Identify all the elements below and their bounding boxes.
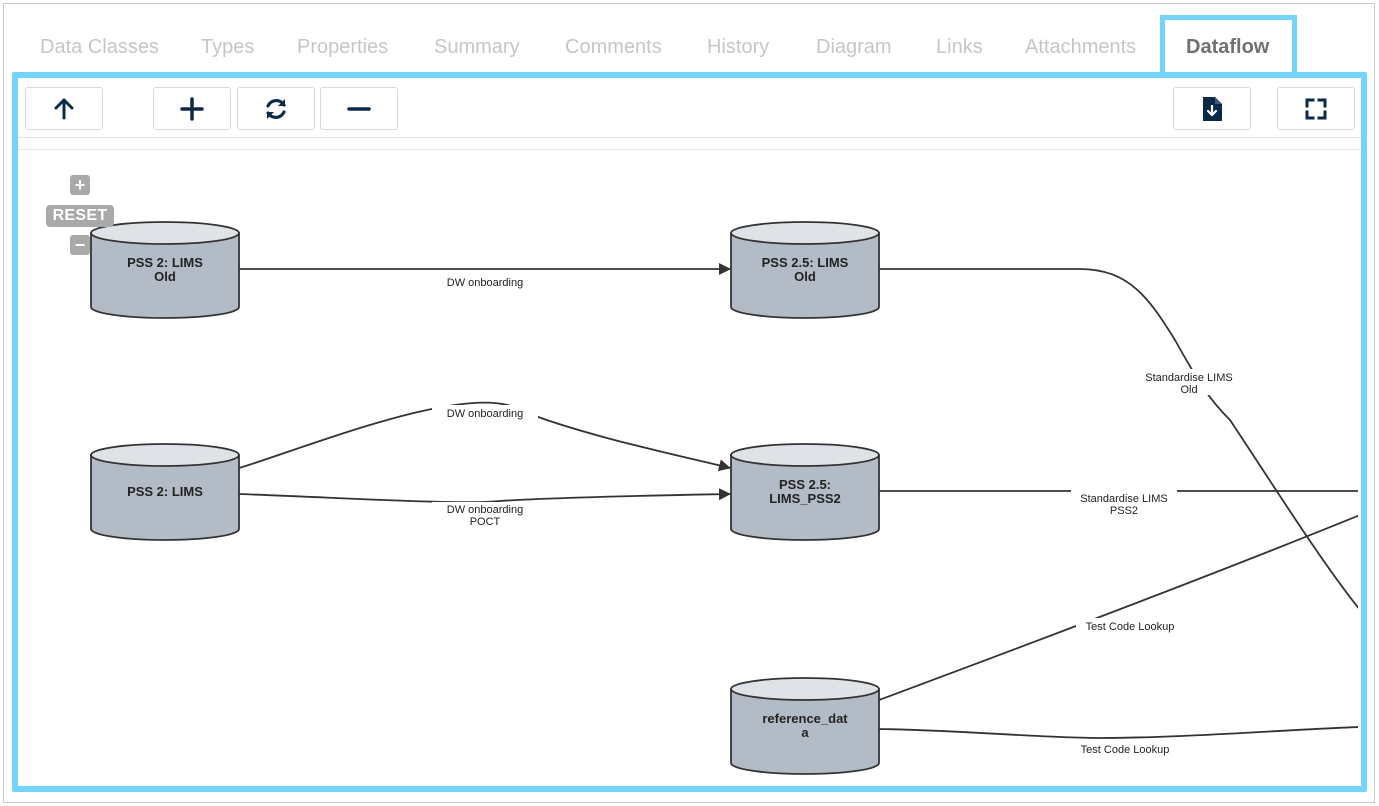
active-tab-highlight (1160, 15, 1297, 77)
dataflow-panel (12, 72, 1367, 792)
minus-icon (347, 106, 371, 111)
tab-links[interactable]: Links (936, 36, 983, 58)
remove-button[interactable] (320, 87, 398, 130)
fullscreen-button[interactable] (1277, 87, 1355, 130)
tab-bar: Data Classes Types Properties Summary Co… (0, 0, 1379, 77)
zoom-in-button[interactable]: + (70, 175, 90, 195)
go-up-button[interactable] (25, 87, 103, 130)
plus-icon (180, 96, 204, 121)
download-button[interactable] (1173, 87, 1251, 130)
refresh-button[interactable] (237, 87, 315, 130)
zoom-reset-button[interactable]: RESET (46, 205, 114, 227)
refresh-icon (266, 98, 286, 119)
tab-diagram[interactable]: Diagram (816, 36, 892, 58)
arrow-up-icon (54, 98, 74, 119)
tab-types[interactable]: Types (201, 36, 255, 58)
tab-properties[interactable]: Properties (297, 36, 389, 58)
zoom-out-button[interactable]: − (70, 235, 90, 255)
toolbar-divider (18, 137, 1361, 138)
tab-dataflow[interactable]: Dataflow (1186, 36, 1270, 58)
tab-history[interactable]: History (707, 36, 770, 58)
canvas-top-border (18, 149, 1361, 150)
tab-attachments[interactable]: Attachments (1025, 36, 1137, 58)
add-button[interactable] (153, 87, 231, 130)
tab-comments[interactable]: Comments (565, 36, 662, 58)
tab-data-classes[interactable]: Data Classes (40, 36, 159, 58)
fullscreen-icon (1305, 98, 1327, 119)
tab-summary[interactable]: Summary (434, 36, 520, 58)
file-download-icon (1203, 96, 1222, 121)
